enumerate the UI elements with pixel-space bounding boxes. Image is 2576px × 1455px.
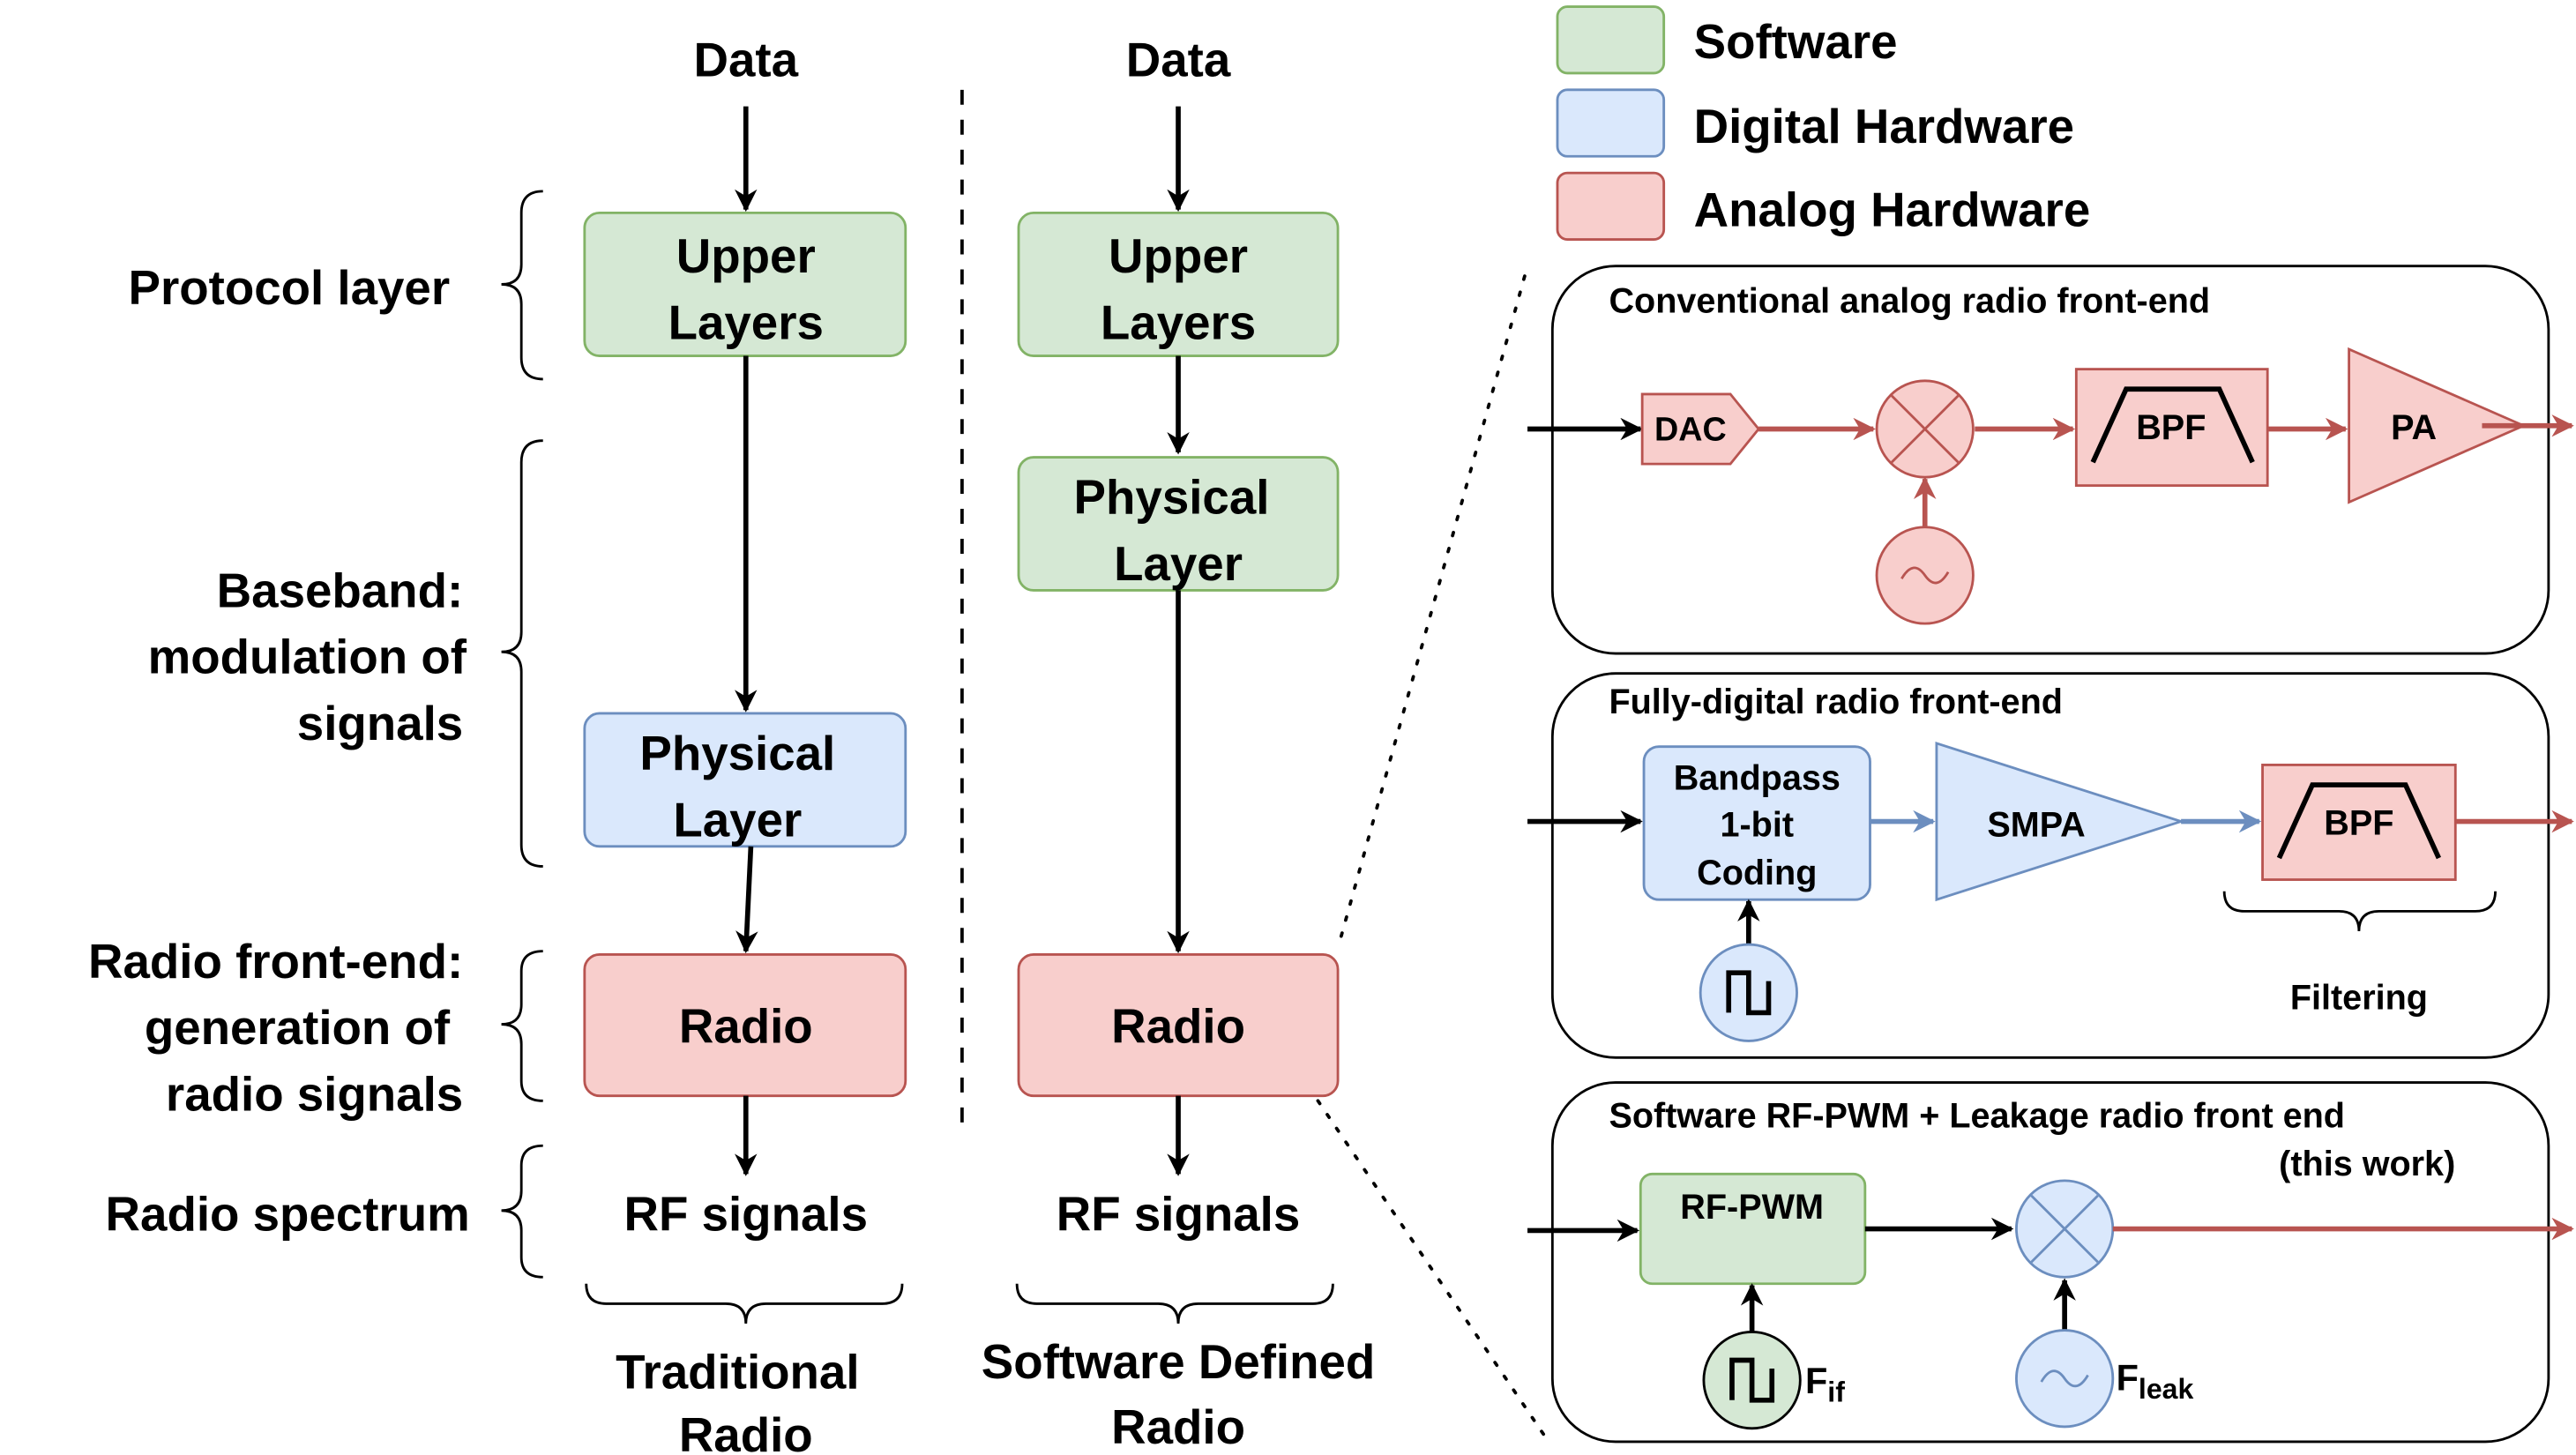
panel-conventional-frame [1550,265,2550,655]
conv-mixer-cross-b [1891,394,1960,464]
label-protocol-layer: Protocol layer [128,260,450,315]
brace-baseband [501,439,543,868]
zoom-line-bottom [1316,1099,1549,1442]
legend-software-swatch [1556,5,1666,75]
legend-digital-label: Digital Hardware [1694,99,2074,153]
traditional-upper-line2: Layers [668,295,824,350]
sdr-data-label: Data [1126,33,1231,87]
label-baseband-line1: Baseband: [217,563,464,617]
brace-spectrum [501,1144,543,1279]
dig-coder-line3: Coding [1697,854,1817,892]
sdr-rf-signals: RF signals [1057,1186,1300,1241]
panel-conventional-title: Conventional analog radio front-end [1609,282,2210,321]
traditional-upper-line1: Upper [676,228,816,283]
sdr-phy-line2: Layer [1114,536,1243,591]
traditional-physical-layer-box [583,712,907,848]
pwm-fleak-label: Fleak [2117,1356,2194,1404]
label-radio-spectrum: Radio spectrum [106,1186,470,1241]
brace-protocol [501,190,543,381]
pwm-fif-label: Fif [1805,1360,1845,1407]
traditional-radio-column: Data Upper Layers Physical Layer Radio R… [583,33,907,1455]
sdr-upper-line1: Upper [1109,228,1248,283]
legend-analog-label: Analog Hardware [1694,182,2091,236]
label-baseband-line3: signals [297,696,463,750]
dig-smpa-triangle [1935,741,2185,902]
traditional-phy-line1: Physical [639,726,835,780]
traditional-rf-signals: RF signals [624,1186,868,1241]
sdr-phy-line1: Physical [1074,470,1270,525]
dig-filtering-brace [2222,891,2497,932]
dig-bpf-symbol [2276,782,2441,860]
brace-frontend [501,950,543,1102]
conv-bpf-label: BPF [2136,408,2206,447]
dig-coder-line1: Bandpass [1674,759,1841,798]
dig-filtering-label: Filtering [2290,979,2428,1018]
traditional-phy-line2: Layer [673,793,802,847]
pwm-rfpwm-label: RF-PWM [1680,1188,1824,1227]
sdr-brace [1015,1283,1334,1324]
traditional-data-label: Data [693,33,798,87]
traditional-caption-line1: Traditional [616,1345,859,1399]
panel-rf-pwm: Software RF-PWM + Leakage radio front en… [1527,1081,2574,1444]
dig-coder-line2: 1-bit [1720,806,1794,845]
label-baseband-line2: modulation of [148,630,467,684]
conv-dac-label: DAC [1654,411,1727,448]
sdr-upper-line2: Layers [1101,295,1256,350]
sdr-radio-label: Radio [1111,998,1245,1053]
legend-digital-swatch [1556,88,1666,158]
dig-smpa-label: SMPA [1987,806,2085,845]
zoom-line-top [1339,264,1529,938]
traditional-radio-label: Radio [679,998,813,1053]
sdr-caption-line1: Software Defined [982,1334,1376,1389]
conv-dac-block [1640,392,1760,466]
dig-bpf-label: BPF [2324,804,2393,843]
pwm-mixer-cross-b [2030,1194,2099,1264]
arrow-physical-to-radio [735,846,758,954]
dig-square-wave-icon [1726,970,1772,1016]
label-frontend-line2: generation of [145,1000,451,1055]
panel-pwm-subtitle: (this work) [2279,1145,2455,1183]
pwm-sine-icon [2040,1369,2089,1388]
sdr-column: Data Upper Layers Physical Layer Radio R… [982,33,1376,1454]
sdr-caption-line2: Radio [1111,1399,1245,1454]
conv-sine-icon [1900,566,1950,585]
legend: Software Digital Hardware Analog Hardwar… [1556,5,2091,241]
legend-analog-swatch [1556,171,1666,241]
conv-pa-label: PA [2391,408,2437,447]
label-frontend-line3: radio signals [166,1067,463,1122]
label-frontend-line1: Radio front-end: [88,934,463,989]
pwm-square-wave-icon [1729,1357,1775,1403]
panel-digital-title: Fully-digital radio front-end [1609,683,2062,721]
traditional-caption-line2: Radio [679,1407,813,1455]
conv-bpf-symbol [2090,386,2255,464]
layer-labels: Protocol layer Baseband: modulation of s… [88,190,543,1279]
panel-pwm-title: Software RF-PWM + Leakage radio front en… [1609,1097,2345,1136]
legend-software-label: Software [1694,14,1898,69]
conv-pa-triangle [2348,347,2527,504]
panel-conventional: Conventional analog radio front-end DAC … [1527,265,2574,655]
traditional-brace [585,1283,904,1324]
panel-fully-digital: Fully-digital radio front-end Bandpass 1… [1527,672,2574,1059]
